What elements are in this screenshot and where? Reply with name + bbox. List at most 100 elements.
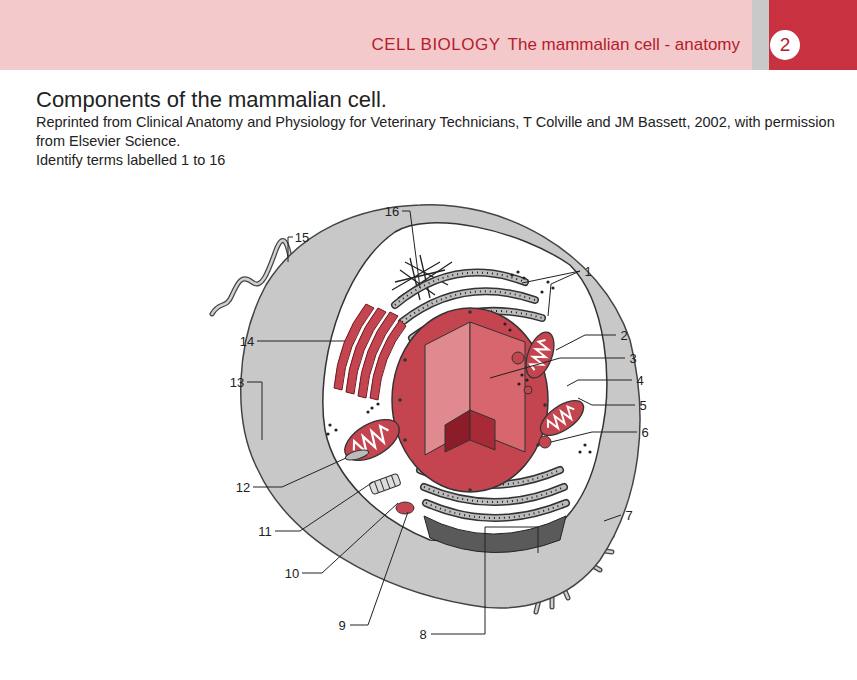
ribosomes xyxy=(520,373,523,376)
nucleus xyxy=(445,410,470,452)
ribosomes xyxy=(516,270,519,273)
ribosomes xyxy=(376,402,379,405)
ribosomes xyxy=(326,432,329,435)
ribosomes xyxy=(546,280,549,283)
leader-lines xyxy=(578,398,635,405)
mitochondria xyxy=(338,411,406,469)
ribosomes xyxy=(522,276,525,279)
nucleus xyxy=(470,410,495,450)
callout-number: 12 xyxy=(236,480,250,495)
rough-er xyxy=(426,503,566,518)
callout-number: 7 xyxy=(625,508,632,523)
ribosomes xyxy=(578,450,581,453)
vesicles xyxy=(512,352,524,364)
nucleus xyxy=(468,488,472,492)
cytoskeleton xyxy=(420,255,430,298)
ribosomes xyxy=(540,290,543,293)
nucleus xyxy=(403,438,407,442)
leader-lines xyxy=(302,503,398,573)
ribosomes xyxy=(517,382,520,385)
nucleus xyxy=(425,322,470,455)
ribosomes xyxy=(508,328,511,331)
rough-er xyxy=(426,503,566,518)
callout-number: 5 xyxy=(639,398,646,413)
callout-number: 1 xyxy=(584,264,591,279)
mitochondria xyxy=(545,404,578,432)
centriole xyxy=(369,473,401,495)
leader-lines xyxy=(490,358,625,378)
rough-er xyxy=(424,487,564,502)
centriole xyxy=(374,475,395,492)
nucleus xyxy=(403,358,407,362)
cell-membrane xyxy=(241,205,640,608)
rough-er xyxy=(424,487,564,502)
nucleus xyxy=(470,322,525,452)
ribosomes xyxy=(510,273,513,276)
heading-block: Components of the mammalian cell.Reprint… xyxy=(36,86,836,170)
nucleus xyxy=(398,310,547,492)
secretory-vesicle xyxy=(344,448,369,462)
callout-number: 13 xyxy=(230,375,244,390)
callout-number: 16 xyxy=(385,204,399,219)
ribosomes xyxy=(328,423,331,426)
leader-lines xyxy=(253,458,346,487)
ribosomes xyxy=(551,286,554,289)
page-tab: 2 xyxy=(769,0,857,70)
leader-lines xyxy=(247,382,262,440)
ribosomes xyxy=(588,450,591,453)
lysosome xyxy=(396,502,414,514)
ribosomes xyxy=(583,443,586,446)
section-title: CELL BIOLOGY xyxy=(371,35,500,55)
callout-number: 14 xyxy=(240,334,254,349)
mitochondria xyxy=(521,328,560,381)
centriole xyxy=(369,473,401,495)
ribosomes xyxy=(525,378,528,381)
mitochondria xyxy=(338,328,589,469)
nucleus xyxy=(392,308,548,492)
leader-lines xyxy=(288,237,293,262)
instruction-note: Identify terms labelled 1 to 16 xyxy=(36,151,836,170)
mitochondria xyxy=(338,411,406,469)
ribosomes xyxy=(370,406,373,409)
header-strip xyxy=(752,0,769,70)
callout-number: 10 xyxy=(285,566,299,581)
callout-number: 4 xyxy=(636,373,643,388)
rough-er xyxy=(424,487,564,502)
callout-number: 15 xyxy=(295,230,309,245)
vesicles xyxy=(524,386,532,394)
ribosomes xyxy=(334,428,337,431)
callout-number: 8 xyxy=(419,627,426,642)
ribosomes xyxy=(326,270,591,453)
callout-number: 2 xyxy=(620,328,627,343)
cytoplasm-cutaway xyxy=(323,223,607,545)
leader-lines xyxy=(551,432,637,442)
nucleus xyxy=(392,308,548,492)
callout-number: 11 xyxy=(258,524,272,539)
nucleus xyxy=(468,310,472,314)
leader-lines xyxy=(567,380,632,386)
leader-lines xyxy=(402,211,420,288)
leader-lines xyxy=(350,512,408,625)
source-caption: Reprinted from Clinical Anatomy and Phys… xyxy=(36,113,836,151)
nucleus xyxy=(543,403,547,407)
leader-lines xyxy=(247,211,637,634)
leader-lines xyxy=(431,527,538,634)
leader-lines xyxy=(522,271,580,316)
leader-lines xyxy=(556,335,616,350)
leader-lines xyxy=(604,515,621,521)
ribosomes xyxy=(503,322,506,325)
callout-number: 9 xyxy=(338,618,345,633)
nucleus xyxy=(398,398,402,402)
header-band: CELL BIOLOGY The mammalian cell - anatomy xyxy=(0,0,752,70)
section-subtitle: The mammalian cell - anatomy xyxy=(508,35,740,55)
ribosomes xyxy=(366,410,369,413)
mitochondria xyxy=(529,338,551,372)
leader-lines xyxy=(275,482,373,531)
leader-lines xyxy=(257,341,345,342)
mitochondria xyxy=(521,328,560,381)
rough-er xyxy=(426,503,566,518)
vesicles xyxy=(539,436,551,448)
page-number: 2 xyxy=(770,30,800,60)
callout-number: 6 xyxy=(641,425,648,440)
